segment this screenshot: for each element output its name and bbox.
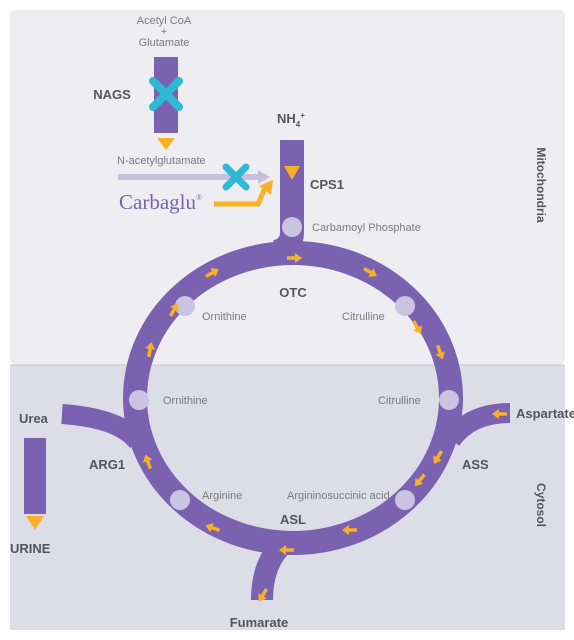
chevron-arrow-icon	[145, 342, 156, 358]
node-citrulline-top	[395, 296, 415, 316]
carbaglu-logo: Carbaglu®	[119, 190, 202, 214]
acetyl-coa-label: Acetyl CoA	[137, 15, 192, 27]
chevron-arrow-icon	[142, 454, 153, 470]
asl-label: ASL	[280, 512, 306, 527]
nags-label: NAGS	[93, 87, 131, 102]
citrulline-right-label: Citrulline	[378, 395, 421, 407]
flow-arrows	[142, 253, 507, 602]
carbamoyl-phosphate-label: Carbamoyl Phosphate	[312, 222, 421, 234]
chevron-arrow-icon	[433, 450, 444, 464]
ornithine-top-label: Ornithine	[202, 311, 247, 323]
triangle-down-icon	[157, 138, 175, 150]
node-argininosuccinic-acid	[395, 490, 415, 510]
x-block-icon	[149, 77, 183, 111]
chevron-arrow-icon	[168, 303, 179, 317]
chevron-arrow-icon	[411, 320, 422, 334]
zone-label-cytosol: Cytosol	[534, 483, 548, 527]
urea-label: Urea	[19, 411, 49, 426]
chevron-arrow-icon	[435, 344, 446, 360]
arg1-label: ARG1	[89, 457, 125, 472]
chevron-arrow-icon	[342, 525, 357, 535]
fumarate-branch	[251, 531, 295, 601]
cps1-label: CPS1	[310, 177, 344, 192]
node-ornithine-left	[129, 390, 149, 410]
urine-label: URINE	[10, 541, 51, 556]
chevron-arrow-icon	[205, 268, 219, 279]
carbaglu-arrow	[214, 184, 269, 207]
chevron-arrow-icon	[492, 409, 507, 419]
n-acetylglutamate-label: N-acetylglutamate	[117, 155, 206, 167]
urine-pathway-bar	[24, 438, 46, 514]
triangle-down-icon	[26, 516, 44, 530]
carbaglu-arrow-head	[259, 180, 273, 195]
node-citrulline-right	[439, 390, 459, 410]
plus-label: +	[161, 26, 167, 38]
cytosol-region	[10, 365, 565, 630]
otc-label: OTC	[279, 285, 307, 300]
fumarate-label: Fumarate	[230, 615, 289, 630]
nh4-label: NH4+	[277, 111, 305, 129]
glutamate-label: Glutamate	[139, 37, 190, 49]
aspartate-label: Aspartate	[516, 406, 574, 421]
chevron-arrow-icon	[287, 253, 302, 263]
zone-label-mitochondria: Mitochondria	[534, 147, 548, 223]
node-arginine	[170, 490, 190, 510]
citrulline-top-label: Citrulline	[342, 311, 385, 323]
triangle-down-icon	[284, 166, 300, 180]
chevron-arrow-icon	[205, 522, 221, 533]
urea-branch	[61, 404, 146, 449]
chevron-arrow-icon	[279, 545, 294, 555]
chevron-arrow-icon	[414, 473, 426, 487]
chevron-arrow-icon	[258, 588, 269, 602]
x-block-icon	[222, 163, 250, 191]
argininosuccinic-acid-label: Argininosuccinic acid	[287, 490, 390, 502]
chevron-arrow-icon	[363, 266, 377, 277]
arginine-label: Arginine	[202, 490, 242, 502]
node-ornithine-top	[175, 296, 195, 316]
ornithine-left-label: Ornithine	[163, 395, 208, 407]
ass-label: ASS	[462, 457, 489, 472]
node-carbamoyl-phosphate	[282, 217, 302, 237]
n-acetylglutamate-arrow-head	[258, 170, 270, 184]
